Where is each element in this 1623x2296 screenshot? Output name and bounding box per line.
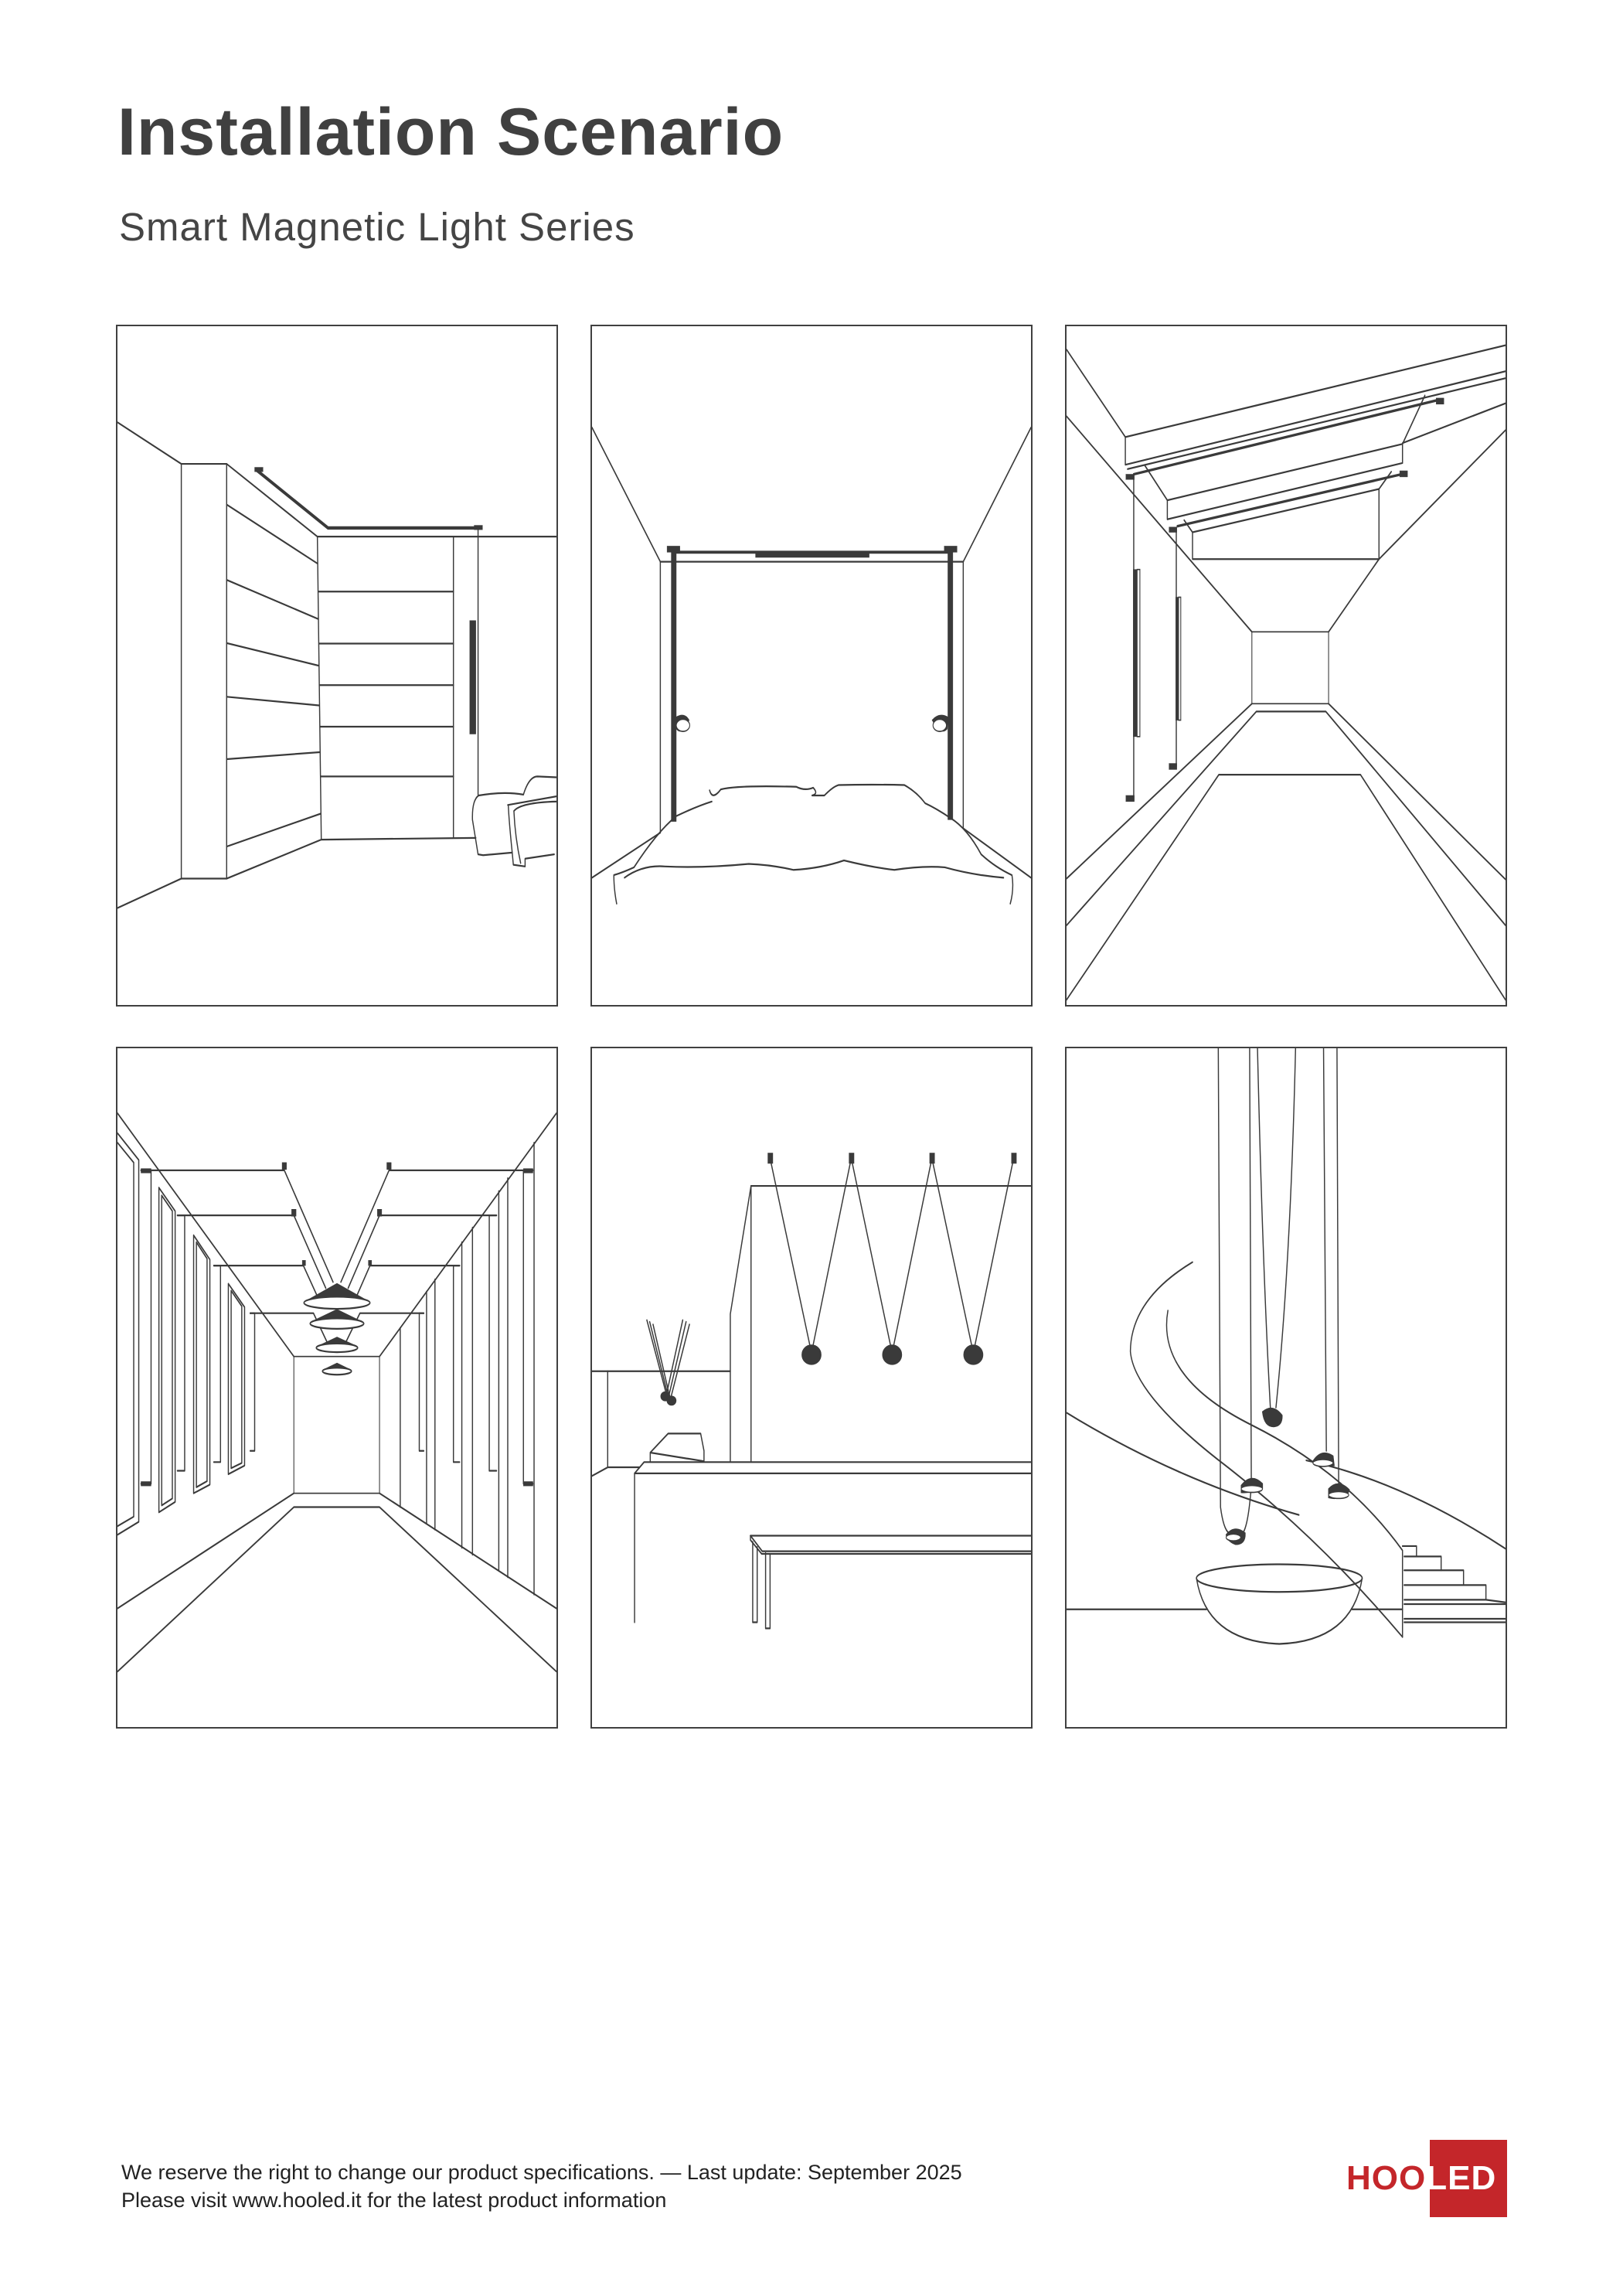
footer: We reserve the right to change our produ… bbox=[121, 2158, 962, 2214]
bed bbox=[613, 800, 713, 905]
kitchen-illustration bbox=[592, 1153, 1031, 1630]
ceiling-track-1 bbox=[1132, 398, 1440, 476]
footer-disclaimer: We reserve the right to change our produ… bbox=[121, 2161, 962, 2184]
bedroom-illustration bbox=[592, 426, 1031, 905]
scenario-panel-bedroom bbox=[590, 325, 1033, 1007]
corridor-illustration bbox=[1067, 344, 1506, 1001]
page-subtitle: Smart Magnetic Light Series bbox=[119, 205, 635, 249]
ceiling-track-2 bbox=[1176, 472, 1407, 528]
living-room-illustration bbox=[117, 421, 556, 909]
page-title: Installation Scenario bbox=[117, 95, 784, 169]
staircase-illustration bbox=[1067, 1048, 1506, 1645]
logo-text-led: LED bbox=[1426, 2159, 1497, 2197]
scenario-panel-corridor bbox=[1065, 325, 1507, 1007]
hooled-logo: HOOLED bbox=[1346, 2140, 1509, 2217]
pendant-lamp-1 bbox=[801, 1344, 822, 1365]
dome-pendant-1 bbox=[1261, 1407, 1283, 1428]
scenario-panel-kitchen bbox=[590, 1047, 1033, 1729]
logo-wordmark: HOOLED bbox=[1346, 2160, 1496, 2197]
pendant-lamp-2 bbox=[882, 1344, 903, 1365]
scenario-panel-hallway bbox=[116, 1047, 558, 1729]
scenario-panel-staircase bbox=[1065, 1047, 1507, 1729]
bowl bbox=[1196, 1563, 1363, 1593]
hallway-illustration bbox=[117, 1112, 556, 1673]
footer-website-note: Please visit www.hooled.it for the lates… bbox=[121, 2189, 667, 2212]
logo-red-square bbox=[1430, 2140, 1507, 2217]
scenario-panel-living-room bbox=[116, 325, 558, 1007]
pendant-lamp-3 bbox=[963, 1344, 984, 1365]
cone-pendants bbox=[303, 1283, 371, 1376]
wall-linear-light bbox=[469, 620, 476, 734]
pendant-cables bbox=[769, 1157, 1015, 1354]
logo-text-hoo: HOO bbox=[1346, 2159, 1427, 2197]
ceiling-track bbox=[255, 468, 480, 530]
armchair bbox=[471, 794, 555, 867]
